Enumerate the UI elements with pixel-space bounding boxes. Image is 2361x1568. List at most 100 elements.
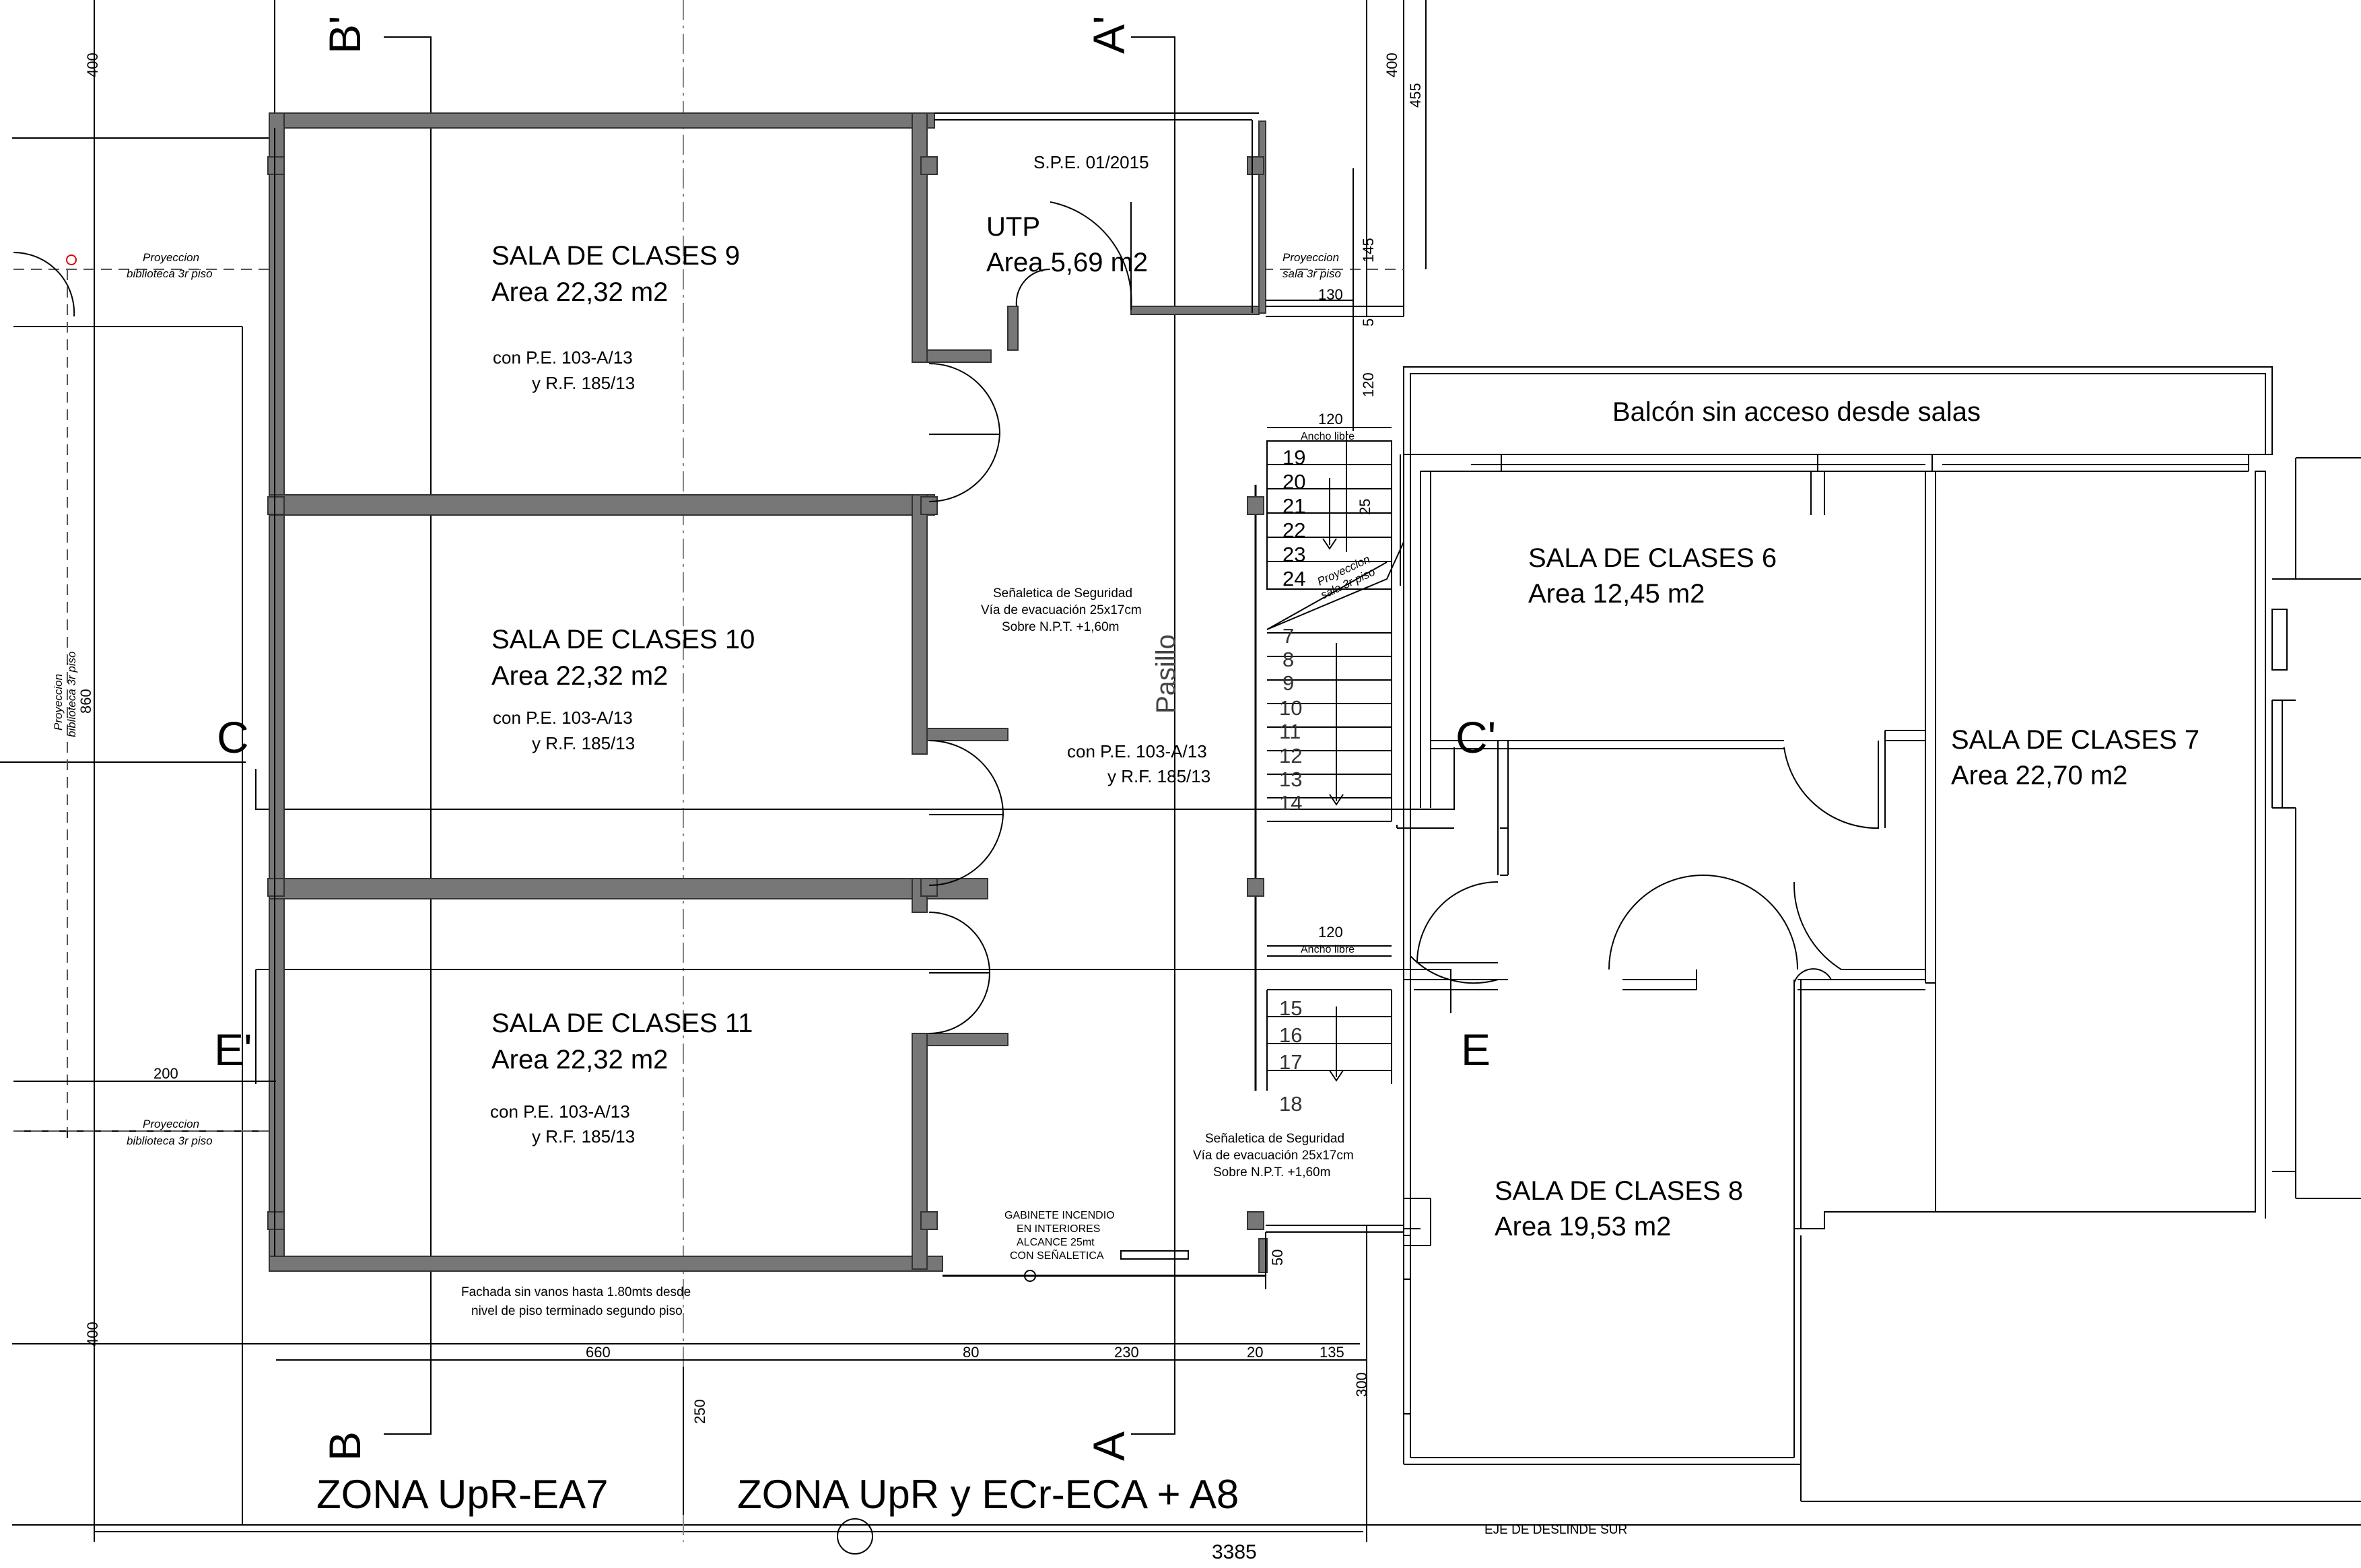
room-area: Area 22,32 m2	[491, 661, 668, 691]
zone-left: ZONA UpR-EA7	[316, 1472, 608, 1517]
gabinete-line: GABINETE INCENDIO	[1004, 1210, 1115, 1221]
dimension: 230	[1114, 1344, 1139, 1361]
dimension: 80	[963, 1344, 979, 1361]
dimension: 400	[84, 1322, 101, 1347]
room-pasillo: Pasillo con P.E. 103-A/13 y R.F. 185/13	[1067, 634, 1210, 786]
facade-line: nivel de piso terminado segundo piso	[471, 1304, 683, 1318]
left-block-doors	[928, 201, 1132, 1034]
dimension: 400	[1383, 53, 1400, 77]
dimension: 130	[1318, 286, 1343, 303]
dimension: 135	[1320, 1344, 1344, 1361]
room-note: y R.F. 185/13	[532, 1126, 635, 1147]
dimension: 3385	[1212, 1541, 1257, 1563]
signage-line: Señaletica de Seguridad	[993, 586, 1132, 601]
dimension: 400	[84, 53, 101, 77]
room-balcon: Balcón sin acceso desde salas	[1612, 397, 1981, 427]
stair-step: 17	[1279, 1050, 1302, 1074]
room-note: con P.E. 103-A/13	[490, 1101, 630, 1122]
projection-lines	[13, 251, 1404, 1132]
dimension: 25	[1357, 499, 1373, 515]
fire-cabinet-note: GABINETE INCENDIO EN INTERIORES ALCANCE …	[1004, 1210, 1189, 1282]
room-name: SALA DE CLASES 11	[491, 1009, 753, 1038]
section-c-right: C'	[1456, 712, 1496, 762]
projection-label: biblioteca 3r piso	[127, 1134, 213, 1147]
room-note: y R.F. 185/13	[1107, 766, 1210, 786]
dimension: 20	[1247, 1344, 1263, 1361]
dimension: 455	[1407, 83, 1424, 108]
boundary-axis-label: EJE DE DESLINDE SUR	[1484, 1523, 1627, 1537]
signage-line: Señaletica de Seguridad	[1205, 1132, 1344, 1146]
room-area: Area 19,53 m2	[1495, 1212, 1671, 1241]
stair-step: 8	[1282, 648, 1294, 671]
stair-width: 120	[1318, 924, 1343, 941]
signage-line: Sobre N.P.T. +1,60m	[1213, 1165, 1330, 1180]
right-block-walls	[1266, 366, 2361, 1502]
room-name: UTP	[986, 212, 1040, 242]
room-area: Area 22,32 m2	[491, 1045, 668, 1075]
room-area: Area 5,69 m2	[986, 248, 1148, 277]
dimension-labels: 400 400 455 145 130 5 120 25 860 200 400…	[77, 53, 1424, 1563]
room-utp: S.P.E. 01/2015 UTP Area 5,69 m2	[986, 152, 1149, 277]
signage-line: Vía de evacuación 25x17cm	[1193, 1149, 1354, 1163]
room-sala-11: SALA DE CLASES 11 Area 22,32 m2 con P.E.…	[490, 1009, 753, 1147]
section-b-top: B'	[320, 15, 370, 54]
projection-label: Proyeccion	[1282, 251, 1339, 264]
zone-labels: ZONA UpR-EA7 ZONA UpR y ECr-ECA + A8 EJE…	[316, 1472, 1627, 1537]
dimension: 120	[1360, 372, 1377, 397]
stair-step: 20	[1282, 470, 1305, 493]
safety-signage-upper: Señaletica de Seguridad Vía de evacuació…	[981, 586, 1142, 634]
facade-note: Fachada sin vanos hasta 1.80mts desde ni…	[461, 1285, 691, 1318]
stair-step: 21	[1282, 494, 1305, 518]
room-name: SALA DE CLASES 6	[1528, 543, 1777, 573]
facade-line: Fachada sin vanos hasta 1.80mts desde	[461, 1285, 691, 1299]
room-area: Area 22,32 m2	[491, 277, 668, 307]
room-note: con P.E. 103-A/13	[1067, 741, 1207, 761]
safety-signage-lower: Señaletica de Seguridad Vía de evacuació…	[1193, 1132, 1354, 1180]
room-sala-6: SALA DE CLASES 6 Area 12,45 m2	[1528, 543, 1777, 609]
gabinete-line: EN INTERIORES	[1017, 1223, 1100, 1235]
section-markers: B' A' B A C C' E' E	[214, 15, 1496, 1461]
gabinete-line: CON SEÑALETICA	[1010, 1248, 1104, 1262]
room-sala-10: SALA DE CLASES 10 Area 22,32 m2 con P.E.…	[491, 625, 755, 753]
stair-step: 13	[1279, 768, 1302, 791]
projection-label: biblioteca 3r piso	[127, 267, 213, 280]
projection-label: Proyeccion	[52, 674, 65, 730]
section-a-top: A'	[1084, 15, 1134, 54]
projection-label: biblioteca 3r piso	[65, 651, 78, 737]
stair-step: 10	[1279, 696, 1302, 720]
dimension: 50	[1269, 1250, 1286, 1266]
room-sala-9: SALA DE CLASES 9 Area 22,32 m2 con P.E. …	[491, 241, 740, 393]
section-a-bottom: A	[1084, 1431, 1134, 1461]
stair-step: 24	[1282, 567, 1305, 590]
stair-step: 11	[1279, 720, 1301, 743]
left-block-walls	[267, 112, 1404, 1277]
zone-right: ZONA UpR y ECr-ECA + A8	[737, 1472, 1239, 1517]
dimension-lines	[27, 168, 1392, 1525]
stair-step: 18	[1279, 1092, 1302, 1116]
room-area: Area 22,70 m2	[1951, 761, 2127, 790]
stair-width: 120	[1318, 411, 1343, 428]
room-name: SALA DE CLASES 7	[1951, 725, 2199, 755]
room-note: con P.E. 103-A/13	[493, 708, 633, 728]
stair-step: 22	[1282, 518, 1305, 542]
dimension: 250	[691, 1399, 708, 1424]
stair-step: 7	[1282, 624, 1294, 648]
projection-label: Proyeccion	[143, 251, 199, 264]
stair-width-note: Ancho libre	[1301, 431, 1355, 442]
room-note: y R.F. 185/13	[532, 373, 635, 393]
dimension: 5	[1360, 318, 1377, 327]
room-name: Pasillo	[1151, 634, 1181, 714]
room-name: SALA DE CLASES 10	[491, 625, 755, 654]
section-c-left: C	[217, 712, 249, 762]
dimension: 145	[1360, 238, 1377, 263]
stair-width-note: Ancho libre	[1301, 944, 1355, 955]
stair-numbers: 19 20 21 22 23 24 7 8 9 10 11 12 13 14 1…	[1279, 411, 1355, 1116]
section-cut-lines	[255, 36, 1455, 1435]
stair-step: 14	[1279, 791, 1302, 815]
section-e-left: E'	[214, 1025, 252, 1075]
dimension: 200	[153, 1065, 178, 1082]
projection-label: sala 3r piso	[1282, 267, 1341, 280]
room-name: SALA DE CLASES 8	[1495, 1176, 1743, 1206]
